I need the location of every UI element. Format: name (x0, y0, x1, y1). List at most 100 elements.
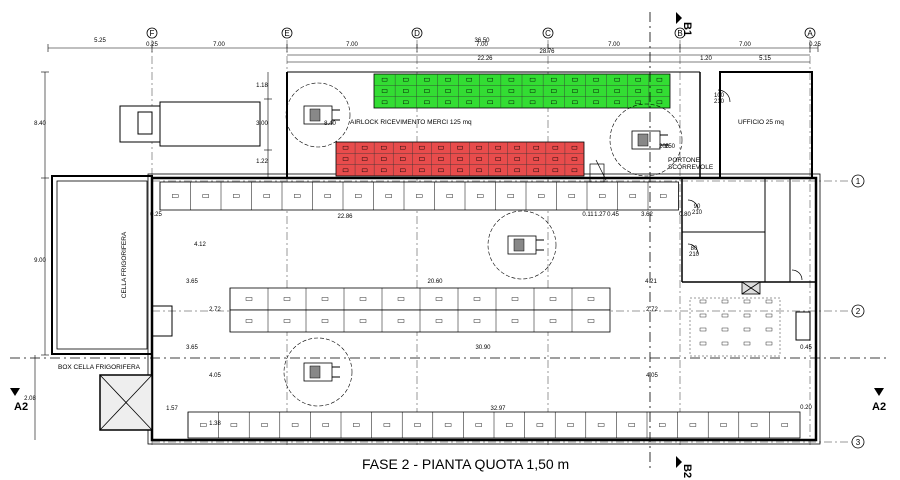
dimension-label: 0.25 (146, 42, 158, 48)
pallet-mark (438, 168, 444, 173)
door-tag: 100 (714, 93, 725, 99)
dimension-label: 1.27 (594, 212, 606, 218)
shelf-pallet (414, 423, 421, 427)
shelf-pallet (473, 297, 481, 301)
pallet-mark (571, 157, 578, 161)
dimension-label: 7.00 (608, 42, 620, 48)
pallet-mark (466, 100, 472, 105)
top-dimension-chains (47, 44, 819, 63)
row-axis-label: 1 (856, 177, 861, 186)
dimension-label: 5.15 (759, 56, 771, 62)
pallet-mark (457, 168, 463, 173)
door-tag: 90 (694, 204, 701, 210)
pallet-mark (495, 168, 501, 173)
pallet-mark (514, 157, 520, 161)
pallet-mark (656, 100, 663, 105)
pallet-mark (381, 100, 388, 105)
pallet-mark (533, 157, 540, 161)
pallet-mark (424, 100, 430, 105)
dimension-label: 3.00 (256, 121, 268, 127)
shelf-pallet (435, 297, 443, 301)
forklift-icon (507, 235, 544, 255)
dimension-label: 1.38 (209, 421, 221, 427)
pallet-mark (361, 157, 368, 161)
section-b2-label: B2 (681, 464, 693, 478)
pallet-mark (476, 157, 482, 161)
door-tag: 200 (659, 144, 670, 150)
floor-pallet (699, 313, 707, 318)
shelf-pallet (435, 319, 443, 323)
shelf-row (159, 181, 679, 211)
section-lines (10, 12, 890, 470)
shelf-pallet (477, 194, 484, 198)
pallet-mark (342, 145, 349, 150)
row-bubble (851, 174, 865, 188)
pallet-mark (380, 145, 387, 150)
dimension-label: 7.00 (739, 42, 751, 48)
rack-outline (335, 141, 585, 177)
shelf-pallet (549, 297, 557, 301)
shelf-pallet (629, 194, 636, 198)
pallet-mark (487, 77, 493, 82)
shelf-pallet (781, 423, 788, 427)
shelf-pallet (359, 297, 367, 301)
dimension-label: 3.65 (186, 279, 198, 285)
shelf-pallet (230, 423, 238, 427)
door-tag: 210 (692, 210, 703, 216)
shelf-pallet (720, 423, 727, 427)
pallet-mark (529, 77, 536, 82)
column-bubble (542, 27, 554, 39)
shelf-pallet (321, 297, 329, 301)
column-axis-label: D (414, 29, 420, 38)
floor-grid-outline (689, 297, 781, 357)
pallet-mark (614, 77, 620, 82)
pallet-mark (380, 157, 387, 161)
pallet-mark (552, 168, 559, 173)
floor-pallet (699, 341, 707, 346)
dimension-label: 4.05 (646, 373, 658, 379)
pallet-mark (656, 89, 663, 93)
shelf-pallet (294, 194, 301, 198)
pallet-mark (533, 168, 540, 173)
dimension-label: 7.00 (476, 42, 488, 48)
door-tag: 210 (714, 99, 725, 105)
cella-label: CELLA FRIGORIFERA (121, 231, 128, 298)
column-bubble (804, 27, 816, 39)
pallet-mark (593, 77, 599, 82)
shelf-pallet (587, 319, 595, 323)
hatched-square (741, 281, 761, 295)
pallet-mark (551, 89, 557, 93)
row-axis-bubbles: 123 (851, 174, 865, 449)
dimension-label: 1.22 (256, 159, 268, 165)
forklift-icon (303, 105, 340, 125)
floor-pallet (743, 327, 751, 332)
pallet-mark (457, 157, 463, 161)
doors-symbols (589, 89, 811, 341)
pallet-mark (445, 77, 451, 82)
floor-pallet (699, 299, 707, 304)
pallet-mark (635, 77, 641, 82)
pallet-mark (419, 168, 425, 173)
pallet-mark (380, 168, 387, 173)
shelf-pallet (628, 423, 635, 427)
airlock-label: AIRLOCK RICEVIMENTO MERCI 125 mq (350, 119, 472, 126)
column-axis-label: E (284, 29, 289, 38)
pallet-mark (529, 89, 536, 93)
shelf-pallet (383, 423, 391, 427)
scorrevole-label: SCORREVOLE (668, 164, 714, 171)
pallet-mark (419, 157, 425, 161)
pallet-mark (571, 168, 578, 173)
shelving-rows (159, 181, 801, 439)
pallet-mark (487, 100, 493, 105)
pallet-mark (572, 100, 578, 105)
column-axis-label: B (677, 29, 682, 38)
red-rack-area (335, 141, 585, 177)
pallet-mark (424, 89, 430, 93)
dimension-label: 2.08 (24, 396, 36, 402)
dimension-label: 0.45 (800, 345, 812, 351)
floor-pallet (721, 313, 729, 318)
shelf-pallet (511, 319, 519, 323)
shelf-pallet (568, 194, 575, 198)
shelf-pallet (397, 297, 405, 301)
